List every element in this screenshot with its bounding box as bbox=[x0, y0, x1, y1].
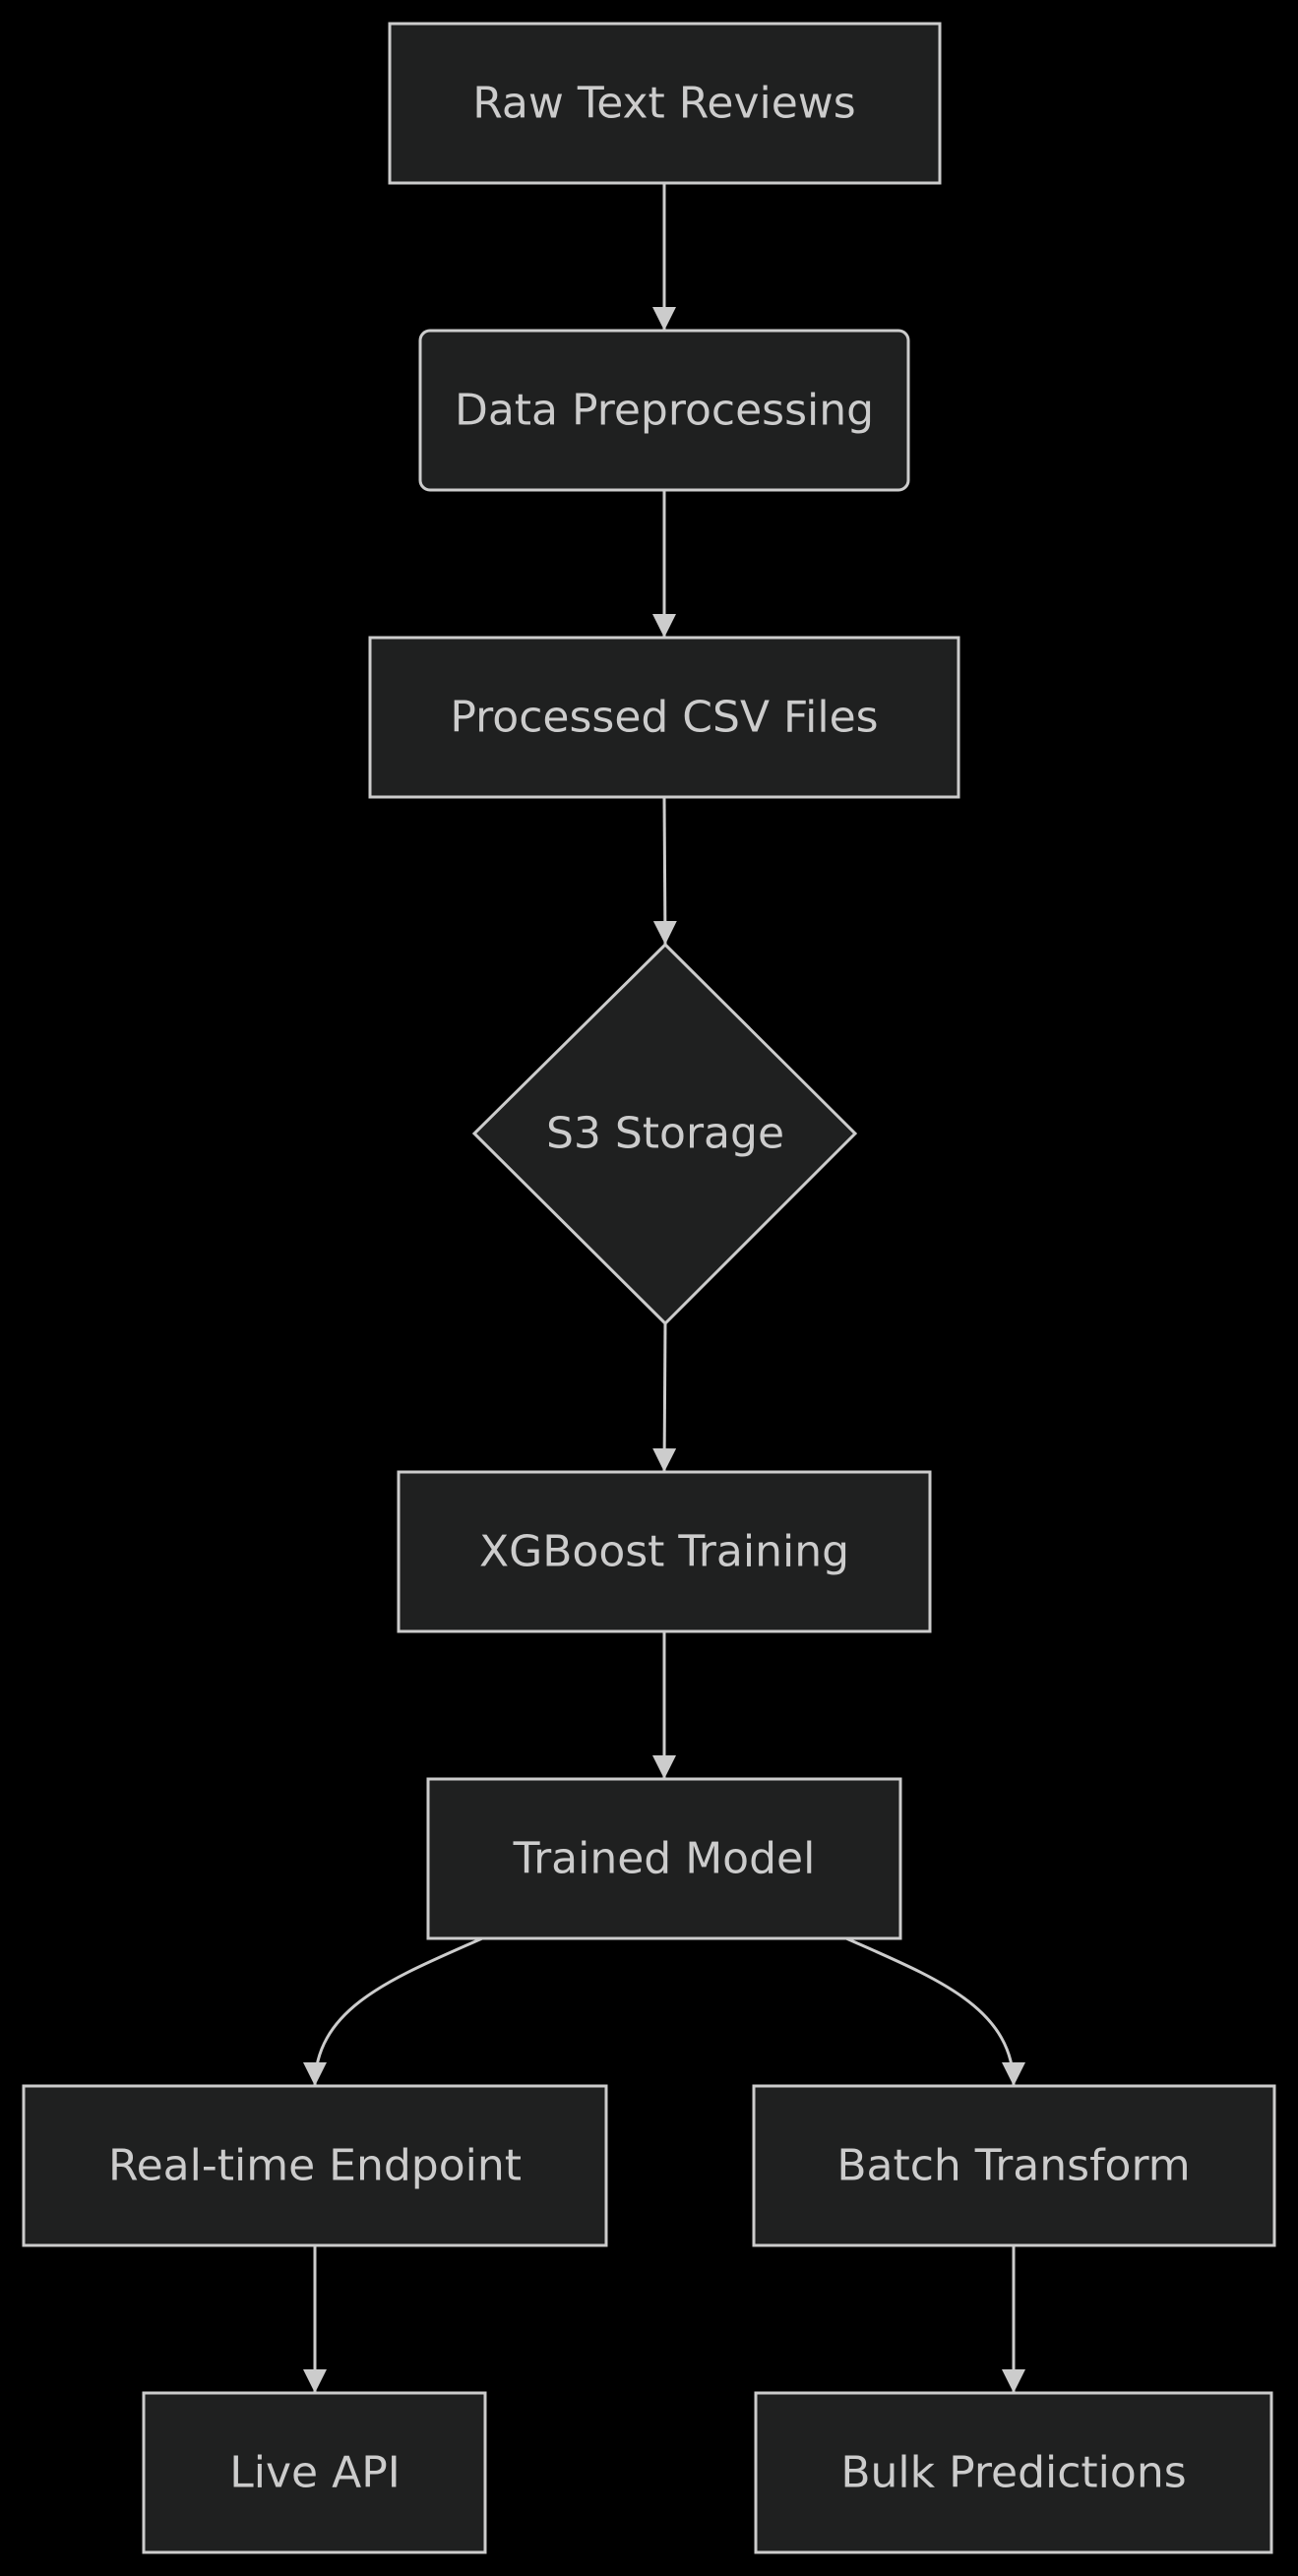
node-label: XGBoost Training bbox=[479, 1527, 849, 1577]
node-trained-model: Trained Model bbox=[426, 1777, 902, 1940]
node-bulk-predictions: Bulk Predictions bbox=[754, 2391, 1273, 2554]
node-label: Batch Transform bbox=[836, 2141, 1190, 2191]
node-data-preprocessing: Data Preprocessing bbox=[418, 329, 910, 492]
node-raw-text-reviews: Raw Text Reviews bbox=[388, 22, 942, 185]
node-label: Raw Text Reviews bbox=[472, 79, 855, 129]
node-label: S3 Storage bbox=[546, 1109, 784, 1159]
node-shape bbox=[22, 2084, 608, 2247]
node-shape bbox=[752, 2084, 1276, 2247]
node-realtime-endpoint: Real-time Endpoint bbox=[22, 2084, 608, 2247]
node-shape bbox=[754, 2391, 1273, 2554]
node-label: Live API bbox=[229, 2448, 400, 2498]
node-processed-csv-files: Processed CSV Files bbox=[368, 636, 960, 799]
edge-trained-model-to-realtime-endpoint bbox=[303, 1936, 483, 2087]
edges bbox=[303, 183, 1025, 2393]
edge-trained-model-to-batch-transform bbox=[845, 1936, 1025, 2087]
node-label: Data Preprocessing bbox=[455, 386, 874, 436]
node-shape bbox=[426, 1777, 902, 1940]
node-shape bbox=[142, 2391, 487, 2554]
node-shape bbox=[368, 636, 960, 799]
edge-s3-to-xgboost bbox=[652, 1322, 677, 1473]
node-shape bbox=[418, 329, 910, 492]
node-label: Bulk Predictions bbox=[840, 2448, 1186, 2498]
node-xgboost-training: XGBoost Training bbox=[397, 1470, 932, 1633]
node-label: Trained Model bbox=[513, 1834, 816, 1884]
node-live-api: Live API bbox=[142, 2391, 487, 2554]
node-batch-transform: Batch Transform bbox=[752, 2084, 1276, 2247]
node-label: Processed CSV Files bbox=[450, 693, 878, 743]
node-shape bbox=[471, 942, 858, 1326]
node-shape bbox=[388, 22, 942, 185]
edge-processed-csv-to-s3 bbox=[652, 796, 677, 946]
node-s3-storage: S3 Storage bbox=[471, 942, 858, 1326]
node-label: Real-time Endpoint bbox=[108, 2141, 522, 2191]
node-shape bbox=[397, 1470, 932, 1633]
